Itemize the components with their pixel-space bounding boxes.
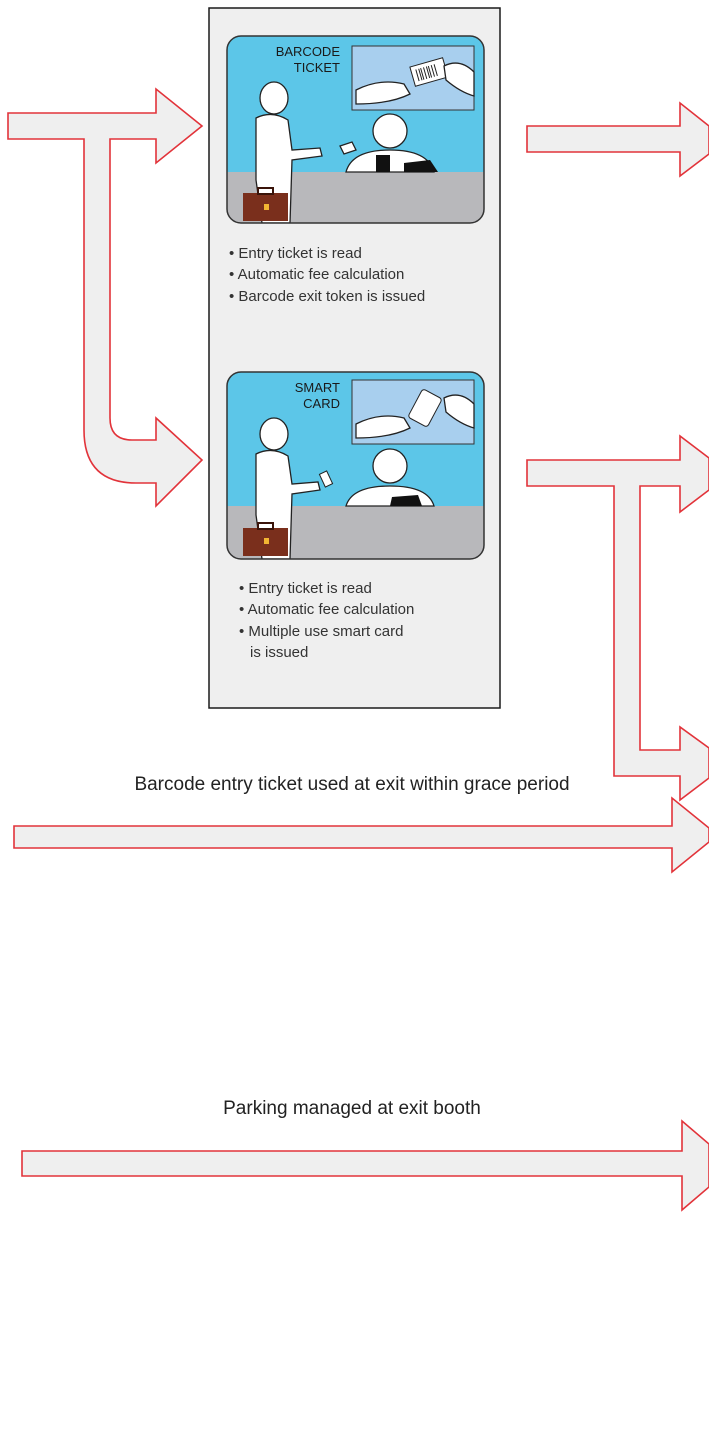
bullet-item: • Barcode exit token is issued [229, 288, 425, 305]
exit-booth-flow-label: Parking managed at exit booth [223, 1098, 481, 1119]
exit-booth-arrow [22, 1121, 709, 1210]
bullet-item: • Automatic fee calculation [239, 601, 414, 618]
grace-period-arrow [14, 798, 709, 872]
barcode-output-arrow [527, 103, 709, 176]
card-label-line-2: TICKET [294, 60, 340, 75]
smart-card-output-arrow [527, 436, 709, 800]
bullet-item: is issued [250, 644, 308, 661]
bullet-item: • Entry ticket is read [239, 580, 372, 597]
bullet-item: • Entry ticket is read [229, 245, 362, 262]
bullet-item: • Multiple use smart card [239, 623, 403, 640]
card-label-line-1: BARCODE [276, 44, 341, 59]
smart-card-card: SMART CARD [227, 372, 484, 559]
card-label-line-2: CARD [303, 396, 340, 411]
entry-branch-arrow [8, 89, 202, 506]
card-label-line-1: SMART [295, 380, 340, 395]
bullet-item: • Automatic fee calculation [229, 266, 404, 283]
barcode-ticket-card: BARCODE TICKET [227, 36, 484, 223]
grace-period-flow-label: Barcode entry ticket used at exit within… [134, 774, 569, 795]
